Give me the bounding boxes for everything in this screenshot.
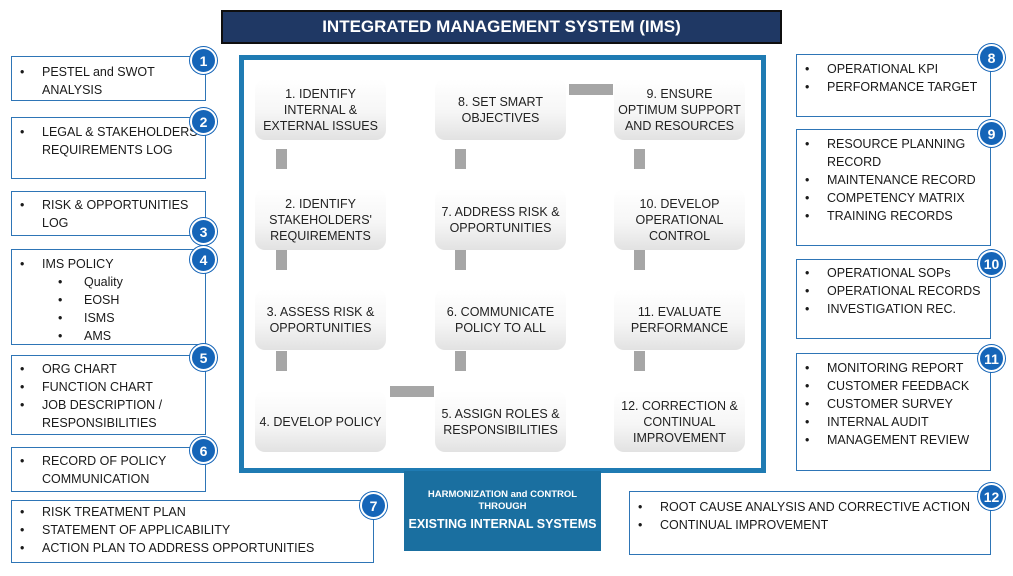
harmonization-label: HARMONIZATION and CONTROL THROUGH	[427, 489, 578, 512]
record-item: COMPETENCY MATRIX	[797, 189, 990, 207]
record-item: LEGAL & STAKEHOLDERS REQUIREMENTS LOG	[12, 123, 205, 159]
badge-6: 6	[190, 437, 217, 464]
record-item: MAINTENANCE RECORD	[797, 171, 990, 189]
record-item: OPERATIONAL SOPs	[797, 264, 990, 282]
record-item: RESOURCE PLANNING RECORD	[797, 135, 990, 171]
record-item: CUSTOMER FEEDBACK	[797, 377, 990, 395]
record-item: CUSTOMER SURVEY	[797, 395, 990, 413]
record-box-5: ORG CHART FUNCTION CHART JOB DESCRIPTION…	[11, 355, 206, 435]
record-item: RISK & OPPORTUNITIES LOG	[12, 196, 205, 232]
record-item: IMS POLICY	[12, 255, 205, 273]
existing-systems-label: EXISTING INTERNAL SYSTEMS	[408, 517, 597, 531]
record-subitem: ISMS	[12, 309, 205, 327]
record-item: FUNCTION CHART	[12, 378, 205, 396]
badge-2: 2	[190, 108, 217, 135]
harmonization-box: HARMONIZATION and CONTROL THROUGH EXISTI…	[404, 471, 601, 551]
record-subitem: EOSH	[12, 291, 205, 309]
record-item: PERFORMANCE TARGET	[797, 78, 990, 96]
step-12: 12. CORRECTION & CONTINUAL IMPROVEMENT	[614, 391, 745, 452]
badge-11: 11	[978, 345, 1005, 372]
record-item: OPERATIONAL KPI	[797, 60, 990, 78]
record-item: JOB DESCRIPTION / RESPONSIBILITIES	[12, 396, 205, 432]
badge-7: 7	[360, 492, 387, 519]
record-item: MONITORING REPORT	[797, 359, 990, 377]
connector	[455, 351, 466, 371]
record-item: ACTION PLAN TO ADDRESS OPPORTUNITIES	[12, 539, 373, 557]
connector	[455, 149, 466, 169]
record-item: CONTINUAL IMPROVEMENT	[630, 516, 990, 534]
record-box-11: MONITORING REPORT CUSTOMER FEEDBACK CUST…	[796, 353, 991, 471]
record-item: RECORD OF POLICY COMMUNICATION	[12, 452, 205, 488]
step-5: 5. ASSIGN ROLES & RESPONSIBILITIES	[435, 391, 566, 452]
record-box-9: RESOURCE PLANNING RECORD MAINTENANCE REC…	[796, 129, 991, 246]
step-9: 9. ENSURE OPTIMUM SUPPORT AND RESOURCES	[614, 79, 745, 140]
connector	[390, 386, 434, 397]
connector	[455, 250, 466, 270]
record-item: ORG CHART	[12, 360, 205, 378]
step-8: 8. SET SMART OBJECTIVES	[435, 79, 566, 140]
record-item: INVESTIGATION REC.	[797, 300, 990, 318]
step-1: 1. IDENTIFY INTERNAL & EXTERNAL ISSUES	[255, 79, 386, 140]
badge-1: 1	[190, 47, 217, 74]
connector	[276, 351, 287, 371]
record-subitem: Quality	[12, 273, 205, 291]
record-box-3: RISK & OPPORTUNITIES LOG	[11, 191, 206, 236]
connector	[276, 149, 287, 169]
record-box-10: OPERATIONAL SOPs OPERATIONAL RECORDS INV…	[796, 259, 991, 339]
connector	[634, 250, 645, 270]
connector	[634, 351, 645, 371]
record-item: MANAGEMENT REVIEW	[797, 431, 990, 449]
record-box-4: IMS POLICY Quality EOSH ISMS AMS	[11, 249, 206, 345]
page-title: INTEGRATED MANAGEMENT SYSTEM (IMS)	[221, 10, 782, 44]
record-item: TRAINING RECORDS	[797, 207, 990, 225]
step-11: 11. EVALUATE PERFORMANCE	[614, 289, 745, 350]
connector	[634, 149, 645, 169]
record-item: INTERNAL AUDIT	[797, 413, 990, 431]
step-2: 2. IDENTIFY STAKEHOLDERS' REQUIREMENTS	[255, 189, 386, 250]
step-10: 10. DEVELOP OPERATIONAL CONTROL	[614, 189, 745, 250]
badge-9: 9	[978, 120, 1005, 147]
record-item: OPERATIONAL RECORDS	[797, 282, 990, 300]
step-6: 6. COMMUNICATE POLICY TO ALL	[435, 289, 566, 350]
record-box-1: PESTEL and SWOT ANALYSIS	[11, 56, 206, 101]
badge-5: 5	[190, 344, 217, 371]
record-item: PESTEL and SWOT ANALYSIS	[12, 63, 205, 99]
record-item: RISK TREATMENT PLAN	[12, 503, 373, 521]
connector	[569, 84, 613, 95]
record-box-7: RISK TREATMENT PLAN STATEMENT OF APPLICA…	[11, 500, 374, 563]
badge-10: 10	[978, 250, 1005, 277]
record-box-6: RECORD OF POLICY COMMUNICATION	[11, 447, 206, 492]
badge-3: 3	[190, 218, 217, 245]
step-3: 3. ASSESS RISK & OPPORTUNITIES	[255, 289, 386, 350]
badge-8: 8	[978, 44, 1005, 71]
record-box-12: ROOT CAUSE ANALYSIS AND CORRECTIVE ACTIO…	[629, 491, 991, 555]
connector	[276, 250, 287, 270]
record-item: STATEMENT OF APPLICABILITY	[12, 521, 373, 539]
badge-12: 12	[978, 483, 1005, 510]
step-4: 4. DEVELOP POLICY	[255, 391, 386, 452]
record-box-2: LEGAL & STAKEHOLDERS REQUIREMENTS LOG	[11, 117, 206, 179]
record-box-8: OPERATIONAL KPI PERFORMANCE TARGET	[796, 54, 991, 117]
badge-4: 4	[190, 246, 217, 273]
step-7: 7. ADDRESS RISK & OPPORTUNITIES	[435, 189, 566, 250]
record-subitem: AMS	[12, 327, 205, 345]
record-item: ROOT CAUSE ANALYSIS AND CORRECTIVE ACTIO…	[630, 498, 990, 516]
